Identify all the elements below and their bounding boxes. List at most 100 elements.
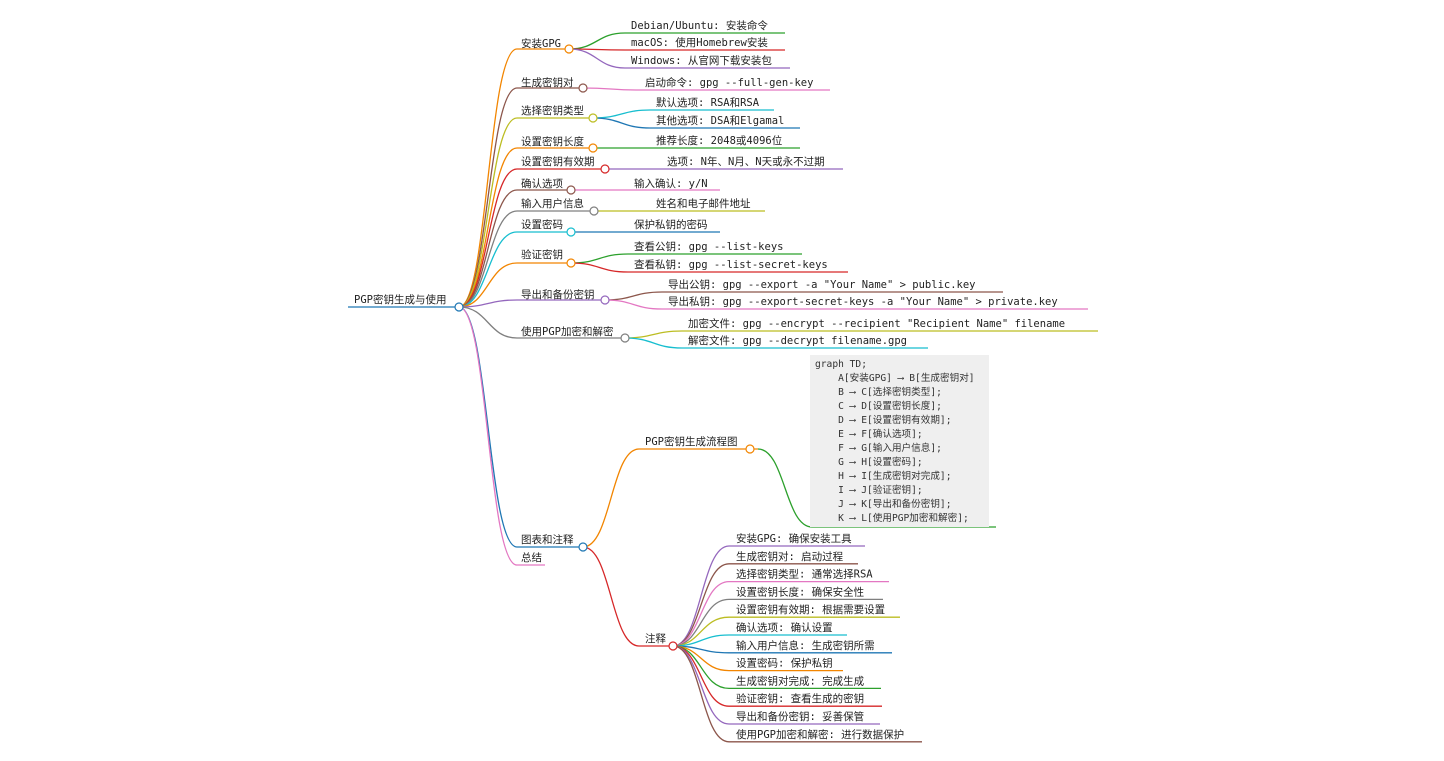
branch-2-child-1-label: 启动命令: gpg --full-gen-key: [645, 76, 813, 89]
note-4-label: 设置密钥长度: 确保安全性: [736, 585, 864, 598]
branch-3-child-2-label: 其他选项: DSA和Elgamal: [656, 114, 784, 127]
branch-connector: [458, 87, 518, 308]
branch-1-child-3-label: Windows: 从官网下载安装包: [631, 54, 772, 67]
flowchart-code-line: K ⟶ L[使用PGP加密和解密];: [815, 513, 969, 524]
branch-10-child-1-label: 导出公钥: gpg --export -a "Your Name" > publ…: [668, 278, 976, 291]
branch-10-child-2-label: 导出私钥: gpg --export-secret-keys -a "Your …: [668, 295, 1058, 308]
root-node-dot: [454, 302, 464, 312]
branch-node-dot: [564, 44, 574, 54]
child-connector: [624, 330, 683, 339]
child-connector: [604, 299, 663, 310]
branch-node-dot: [578, 542, 588, 552]
flowchart-code-line: H ⟶ I[生成密钥对完成];: [815, 471, 952, 482]
branch-11-child-2-label: 解密文件: gpg --decrypt filename.gpg: [688, 334, 907, 347]
flowchart-code-line: B ⟶ C[选择密钥类型];: [815, 387, 942, 398]
note-8-label: 设置密码: 保护私钥: [736, 657, 833, 670]
flowchart-node-dot: [745, 444, 755, 454]
note-connector: [672, 580, 730, 647]
branch-11-label: 使用PGP加密和解密: [521, 325, 614, 338]
flowchart-code-line: G ⟶ H[设置密码];: [815, 457, 923, 468]
note-connector: [672, 545, 730, 647]
branch-12-label: 图表和注释: [521, 533, 574, 546]
branch-connector: [458, 147, 518, 308]
flowchart-code-line: E ⟶ F[确认选项];: [815, 429, 923, 440]
branch-11-child-1-label: 加密文件: gpg --encrypt --recipient "Recipie…: [688, 317, 1065, 330]
child-connector: [582, 546, 640, 647]
flowchart-code-line: C ⟶ D[设置密钥长度];: [815, 401, 942, 412]
branch-10-label: 导出和备份密钥: [521, 288, 595, 301]
flowchart-code-line: D ⟶ E[设置密钥有效期];: [815, 415, 952, 426]
branch-13-label: 总结: [521, 551, 542, 564]
child-connector: [568, 48, 626, 69]
branch-node-dot: [566, 258, 576, 268]
note-connector: [672, 645, 730, 707]
child-connector: [570, 262, 629, 273]
branch-node-dot: [589, 206, 599, 216]
flowchart-code-line: J ⟶ K[导出和备份密钥];: [815, 499, 952, 510]
child-connector: [624, 337, 683, 349]
child-connector: [568, 32, 626, 50]
branch-7-child-1-label: 姓名和电子邮件地址: [656, 197, 751, 210]
note-12-label: 使用PGP加密和解密: 进行数据保护: [736, 728, 904, 741]
child-connector: [582, 448, 640, 548]
note-connector: [672, 645, 730, 743]
branch-node-dot: [578, 83, 588, 93]
branch-6-label: 确认选项: [521, 177, 563, 190]
note-1-label: 安装GPG: 确保安装工具: [736, 532, 852, 545]
branch-connector: [458, 210, 518, 308]
branch-node-dot: [620, 333, 630, 343]
branch-node-dot: [566, 227, 576, 237]
branch-1-child-1-label: Debian/Ubuntu: 安装命令: [631, 19, 768, 32]
branch-node-dot: [600, 295, 610, 305]
branch-9-child-2-label: 查看私钥: gpg --list-secret-keys: [634, 258, 828, 271]
flowchart-code-line: F ⟶ G[输入用户信息];: [815, 443, 942, 454]
branch-node-dot: [566, 185, 576, 195]
branch-connector: [458, 168, 518, 308]
notes-node-dot: [668, 641, 678, 651]
branch-9-child-1-label: 查看公钥: gpg --list-keys: [634, 240, 783, 253]
branch-connector: [458, 117, 518, 308]
child-connector: [592, 117, 651, 129]
branch-4-child-1-label: 推荐长度: 2048或4096位: [656, 134, 783, 147]
branch-connector: [458, 231, 518, 308]
note-connector: [672, 598, 730, 647]
branch-3-child-1-label: 默认选项: RSA和RSA: [656, 96, 760, 109]
note-6-label: 确认选项: 确认设置: [736, 621, 833, 634]
note-7-label: 输入用户信息: 生成密钥所需: [736, 639, 875, 652]
branch-7-label: 输入用户信息: [521, 197, 584, 210]
flowchart-code-line: A[安装GPG] ⟶ B[生成密钥对]: [815, 373, 975, 384]
note-connector: [672, 563, 730, 647]
flowchart-connector: [757, 448, 813, 528]
child-connector: [582, 87, 640, 91]
branch-9-label: 验证密钥: [521, 248, 563, 261]
branch-2-label: 生成密钥对: [521, 76, 574, 89]
branch-5-child-1-label: 选项: N年、N月、N天或永不过期: [667, 155, 825, 168]
branch-1-child-2-label: macOS: 使用Homebrew安装: [631, 36, 768, 49]
flowchart-code-block: [810, 355, 989, 527]
note-5-label: 设置密钥有效期: 根据需要设置: [736, 603, 885, 616]
branch-5-label: 设置密钥有效期: [521, 155, 595, 168]
branch-connector: [458, 306, 518, 566]
branch-connector: [458, 306, 518, 548]
branch-connector: [458, 189, 518, 308]
note-9-label: 生成密钥对完成: 完成生成: [736, 674, 865, 687]
child-connector: [570, 253, 629, 264]
branch-8-label: 设置密码: [521, 218, 563, 231]
branch-6-child-1-label: 输入确认: y/N: [634, 177, 708, 190]
note-10-label: 验证密钥: 查看生成的密钥: [736, 692, 864, 705]
child-connector: [592, 109, 651, 119]
note-2-label: 生成密钥对: 启动过程: [736, 550, 844, 563]
root-node-label: PGP密钥生成与使用: [354, 293, 446, 306]
branch-3-label: 选择密钥类型: [521, 104, 584, 117]
branch-connector: [458, 48, 518, 308]
branch-12-child-1-label: PGP密钥生成流程图: [645, 435, 737, 448]
note-3-label: 选择密钥类型: 通常选择RSA: [736, 568, 873, 581]
flowchart-code-line: graph TD;: [815, 359, 867, 370]
branch-connector: [458, 299, 518, 308]
branch-node-dot: [588, 113, 598, 123]
branch-12-child-2-label: 注释: [645, 632, 666, 645]
branch-node-dot: [588, 143, 598, 153]
branch-8-child-1-label: 保护私钥的密码: [634, 218, 708, 231]
